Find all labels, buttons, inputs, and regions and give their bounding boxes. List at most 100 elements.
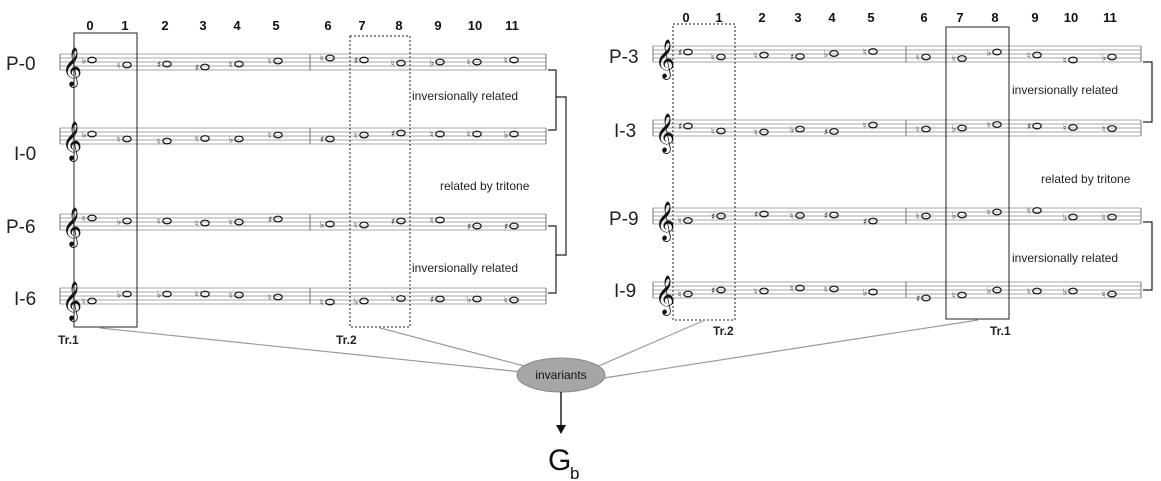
notehead-icon — [162, 60, 172, 68]
accidental-icon: ♭ — [987, 49, 991, 59]
note: ♭ — [863, 288, 878, 299]
accidental-icon: ♮ — [354, 222, 357, 232]
note: ♯ — [391, 218, 406, 228]
notehead-icon — [868, 288, 878, 296]
accidental-icon: ♮ — [117, 62, 120, 72]
notehead-icon — [359, 56, 369, 64]
note: ♮ — [678, 217, 693, 227]
note: ♮ — [430, 131, 445, 141]
bracket-tritone-left — [556, 96, 567, 256]
accidental-icon: ♮ — [157, 138, 160, 148]
treble-clef-icon: 𝄞 — [62, 47, 82, 88]
note: ♮ — [678, 291, 693, 301]
left-brackets — [548, 69, 567, 294]
right-brackets — [1143, 61, 1153, 291]
notehead-icon — [122, 290, 132, 298]
notehead-icon — [992, 286, 1002, 294]
invariants-label: invariants — [535, 368, 586, 382]
note: ♭ — [117, 290, 132, 301]
column-index: 8 — [991, 10, 998, 25]
notehead-icon — [716, 212, 726, 220]
staff-p3: 𝄞♯♮♮♯♭♮♮♮♭♮♮♭ — [652, 39, 1142, 80]
note: ♮ — [952, 292, 967, 302]
accidental-icon: ♭ — [467, 296, 471, 306]
staff-p9: 𝄞♮♯♯♮♯♯♮♭♮♮♭♮ — [652, 201, 1142, 242]
notehead-icon — [87, 214, 97, 222]
staff-i0: 𝄞♭♮♮♮♭♮♯♮♯♮♮♭ — [59, 121, 547, 162]
notehead-icon — [829, 211, 839, 219]
note: ♭ — [1063, 288, 1078, 298]
tr1-solid-box-left — [73, 32, 138, 328]
note: ♮ — [1102, 291, 1117, 301]
label-inversionally-related-top-left: inversionally related — [412, 89, 518, 103]
result-arrow — [556, 392, 566, 434]
notehead-icon — [759, 51, 769, 59]
note: ♭ — [82, 57, 97, 67]
note: ♮ — [1027, 288, 1042, 298]
left-staves: 𝄞♭♮♯♯♮♮♮♯♮♭♮♮𝄞♭♮♮♮♭♮♯♮♯♮♮♭𝄞♮♭♮♮♮♯♭♮♯♮♯♯𝄞… — [59, 47, 547, 322]
notehead-icon — [325, 135, 335, 143]
note: ♯ — [711, 287, 726, 297]
note: ♯ — [678, 48, 693, 59]
accidental-icon: ♭ — [987, 287, 991, 297]
notehead-icon — [435, 58, 445, 66]
notehead-icon — [829, 50, 839, 57]
accidental-icon: ♭ — [430, 59, 434, 69]
notehead-icon — [795, 212, 805, 219]
notehead-icon — [683, 48, 693, 56]
note: ♯ — [354, 56, 369, 67]
row-label-p0: P-0 — [6, 54, 36, 75]
note: ♮ — [863, 122, 878, 132]
note: ♮ — [1027, 207, 1042, 217]
note: ♮ — [391, 60, 406, 70]
accidental-icon: ♮ — [430, 131, 433, 141]
row-label-p3: P-3 — [609, 47, 639, 68]
notehead-icon — [325, 54, 335, 62]
note: ♮ — [229, 219, 244, 229]
accidental-icon: ♮ — [117, 136, 120, 146]
note: ♯ — [863, 218, 878, 228]
row-label-i0: I-0 — [14, 144, 36, 165]
note: ♮ — [82, 214, 97, 225]
accidental-icon: ♮ — [391, 60, 394, 70]
notehead-icon — [273, 131, 283, 139]
accidental-icon: ♮ — [1102, 125, 1105, 135]
treble-clef-icon: 𝄞 — [655, 39, 675, 80]
note: ♮ — [754, 288, 769, 298]
accidental-icon: ♮ — [1027, 288, 1030, 298]
note: ♯ — [268, 216, 283, 226]
accidental-icon: ♮ — [678, 217, 681, 227]
invariants-node: invariants — [516, 357, 606, 393]
accidental-icon: ♭ — [952, 125, 956, 135]
tr2-label-left: Tr.2 — [336, 333, 357, 347]
note: ♮ — [952, 55, 967, 65]
accidental-icon: ♯ — [916, 295, 920, 305]
tr2-label-right: Tr.2 — [713, 324, 734, 338]
notehead-icon — [716, 53, 726, 61]
accidental-icon: ♯ — [268, 216, 272, 226]
accidental-icon: ♮ — [790, 285, 793, 295]
accidental-icon: ♮ — [916, 54, 919, 64]
notehead-icon — [921, 125, 931, 133]
notehead-icon — [234, 135, 244, 143]
notehead-icon — [509, 56, 519, 64]
accidental-icon: ♮ — [467, 131, 470, 141]
column-index: 11 — [505, 18, 519, 33]
column-index: 4 — [828, 10, 836, 25]
notehead-icon — [122, 135, 132, 143]
treble-clef-icon: 𝄞 — [62, 281, 82, 322]
accidental-icon: ♯ — [467, 223, 471, 233]
note: ♯ — [430, 296, 445, 306]
note: ♭ — [430, 58, 445, 69]
note: ♭ — [467, 296, 482, 306]
accidental-icon: ♯ — [678, 123, 682, 133]
note: ♮ — [711, 53, 726, 64]
notehead-icon — [957, 55, 967, 62]
bracket-inversion-top-left — [548, 69, 557, 131]
column-index: 7 — [956, 10, 963, 25]
notehead-icon — [472, 222, 482, 230]
label-inversionally-related-bottom-right: inversionally related — [1012, 251, 1118, 265]
accidental-icon: ♮ — [1102, 214, 1105, 224]
left-row-labels: P-0 I-0 P-6 I-6 — [6, 54, 36, 310]
